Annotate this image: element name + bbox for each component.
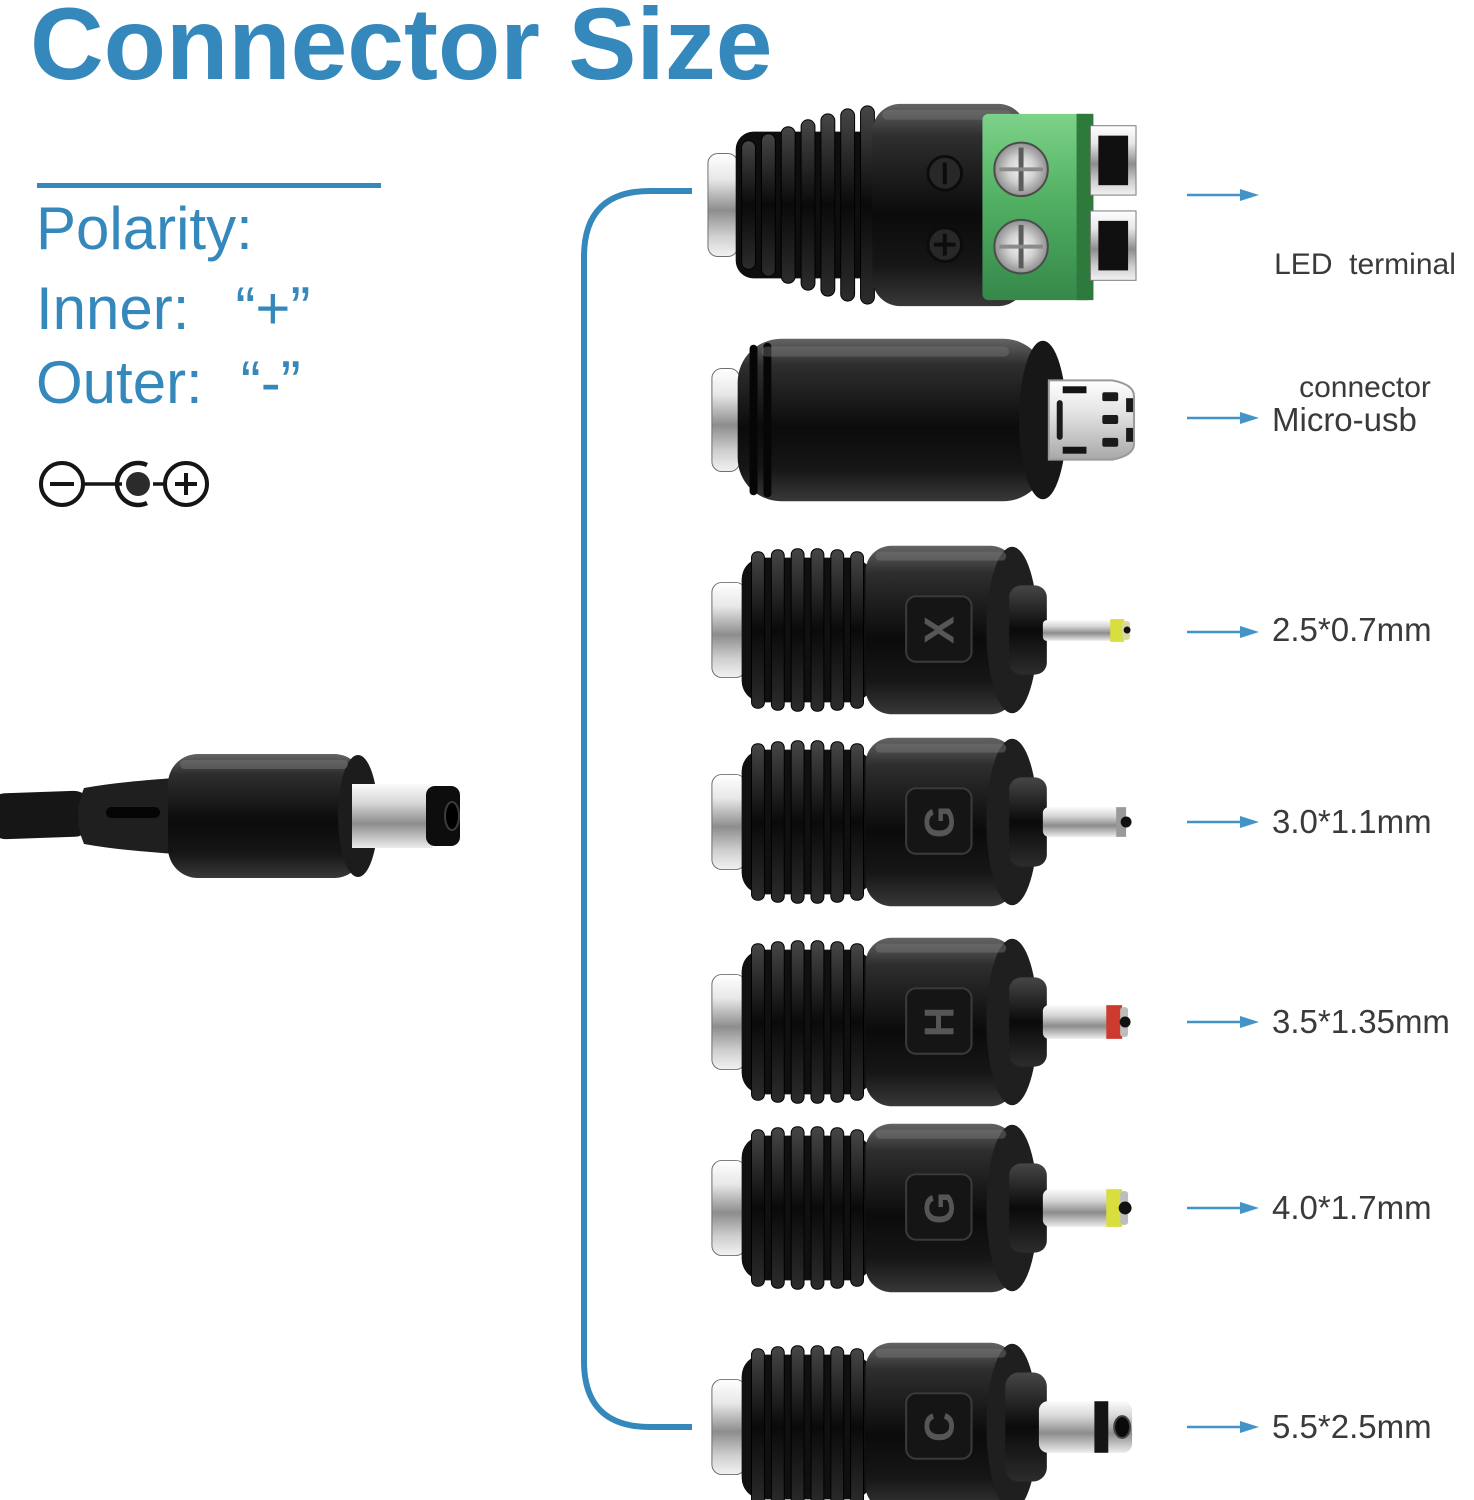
connector-label: LED terminal connector [1254, 162, 1474, 490]
svg-text:G: G [915, 806, 962, 838]
arrow-icon [1187, 816, 1259, 828]
connector-illustration-3.5x1.35: H [711, 937, 1131, 1107]
arrow-icon [1187, 1421, 1259, 1433]
arrow-icon [1187, 412, 1259, 424]
connector-illustration-led-terminal [707, 103, 1137, 307]
svg-text:C: C [915, 1412, 962, 1442]
connector-illustration-5.5x2.5: C [711, 1342, 1133, 1500]
polarity-outer-value: “-” [240, 349, 301, 416]
arrow-icon [1187, 189, 1259, 201]
connector-illustration-2.5x0.7: X [711, 545, 1131, 715]
page-title: Connector Size [30, 0, 773, 101]
connector-label: 3.0*1.1mm [1272, 803, 1432, 840]
connector-label: Micro-usb [1272, 401, 1417, 438]
connector-label: 5.5*2.5mm [1272, 1408, 1432, 1445]
polarity-divider [37, 183, 381, 188]
connector-illustration-4.0x1.7: G [711, 1123, 1132, 1293]
arrow-icon [1187, 1016, 1259, 1028]
center-positive-polarity-icon [39, 460, 209, 508]
connector-illustration-3.0x1.1: G [711, 737, 1132, 907]
polarity-outer: Outer: “-” [36, 348, 301, 417]
connector-illustration-micro-usb [711, 338, 1136, 502]
polarity-outer-label: Outer: [36, 349, 203, 416]
connector-label: 4.0*1.7mm [1272, 1189, 1432, 1226]
polarity-inner-label: Inner: [36, 275, 190, 342]
connector-label-line2: connector [1299, 371, 1431, 404]
connector-label-line1: LED terminal [1274, 248, 1456, 281]
svg-text:G: G [915, 1192, 962, 1224]
polarity-heading: Polarity: [36, 195, 253, 262]
polarity-inner: Inner: “+” [36, 274, 310, 343]
connector-label: 3.5*1.35mm [1272, 1003, 1450, 1040]
arrow-icon [1187, 626, 1259, 638]
polarity-inner-value: “+” [235, 275, 311, 342]
svg-text:H: H [915, 1007, 962, 1037]
arrow-icon [1187, 1202, 1259, 1214]
dc-plug-cable-photo [0, 754, 460, 878]
svg-text:X: X [915, 616, 962, 644]
connector-label: 2.5*0.7mm [1272, 611, 1432, 648]
